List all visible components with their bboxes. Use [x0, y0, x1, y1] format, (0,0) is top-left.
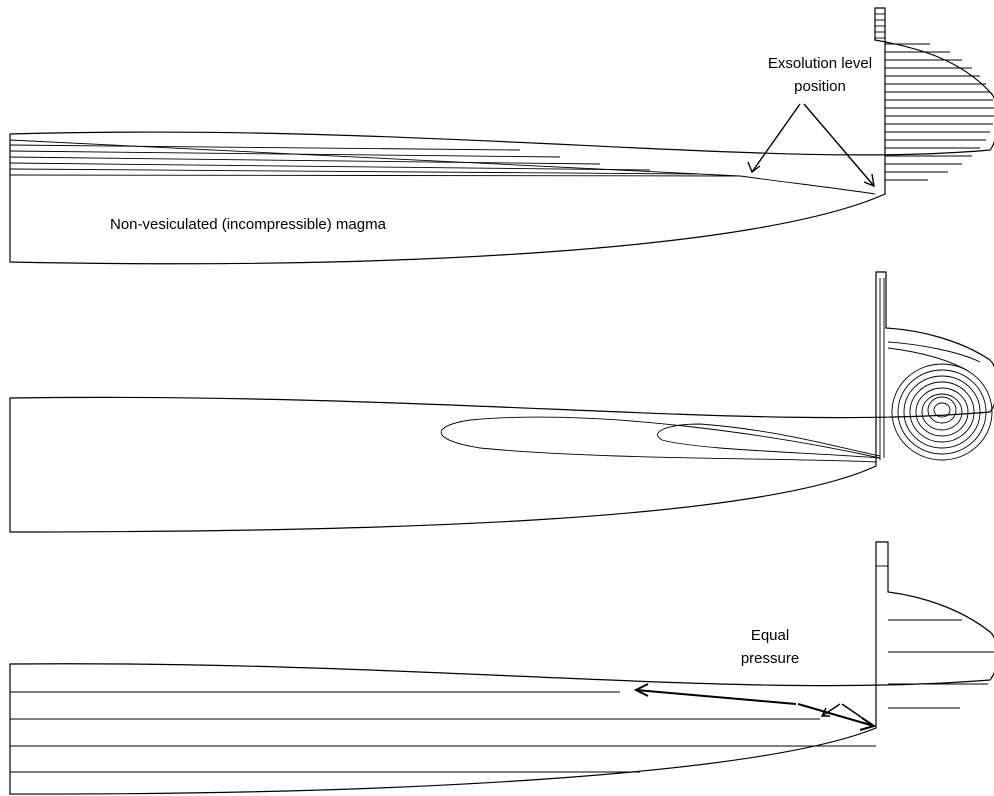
exsolution-arrows — [747, 103, 875, 188]
vortex-middle — [887, 341, 993, 461]
chamber-outline-bottom — [9, 541, 994, 795]
conduit-lines-top — [875, 13, 994, 181]
equal-label-line1: Equal — [751, 627, 789, 644]
chamber-outline-top — [9, 7, 994, 265]
magma-label: Non-vesiculated (incompressible) magma — [110, 216, 387, 233]
streamlines-middle — [440, 278, 885, 463]
panel-bottom: Equal pressure — [9, 541, 994, 795]
equal-pressure-arrows — [633, 683, 877, 731]
pressure-lines-top — [9, 139, 876, 195]
panel-top: Exsolution level position Non-vesiculate… — [9, 7, 994, 265]
panel-middle — [9, 271, 994, 533]
equal-label-line2: pressure — [741, 650, 799, 667]
exsolution-label-line1: Exsolution level — [768, 55, 872, 72]
exsolution-label-line2: position — [794, 78, 846, 95]
conduit-lines-bottom — [876, 565, 994, 709]
pressure-lines-bottom — [10, 691, 876, 773]
chamber-outline-middle — [9, 271, 994, 533]
